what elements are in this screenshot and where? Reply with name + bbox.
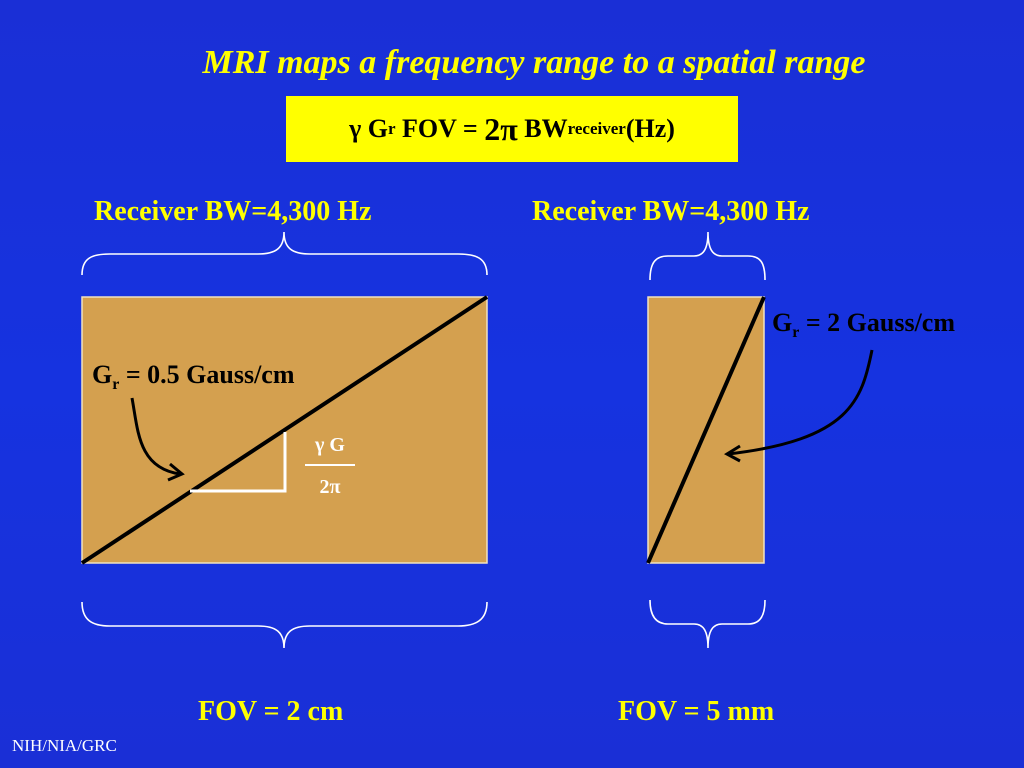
slope-triangle: [190, 432, 287, 493]
left-gradient-line: [80, 295, 489, 565]
bottom-right-brace: [649, 599, 766, 649]
left-arrow-head: [167, 462, 185, 482]
right-gradient-line: [646, 296, 766, 564]
right-bw-label: Receiver BW=4,300 Hz: [532, 196, 810, 227]
fraction-bar: [305, 464, 355, 466]
left-fov-label: FOV = 2 cm: [198, 696, 344, 727]
left-gradient-g: G: [92, 360, 113, 389]
right-gradient-value: = 2 Gauss/cm: [799, 308, 956, 337]
slope-numerator: γ G: [315, 434, 345, 456]
right-gradient-sub: r: [792, 324, 800, 341]
left-label-arrow: [130, 397, 181, 476]
left-bw-label: Receiver BW=4,300 Hz: [94, 196, 372, 227]
formula-gamma: γ: [349, 114, 362, 143]
formula-g: G: [367, 114, 388, 143]
right-arrow-head: [723, 444, 741, 463]
right-gradient-label: Gr = 2 Gauss/cm: [772, 308, 955, 342]
formula-fov: FOV =: [402, 114, 478, 143]
slope-fraction: γ G 2π: [305, 432, 355, 500]
right-label-arrow: [727, 349, 874, 456]
formula-bw-sub: receiver: [567, 119, 626, 138]
slide-title: MRI maps a frequency range to a spatial …: [202, 44, 866, 81]
left-gradient-sub: r: [112, 376, 120, 393]
formula-hz: (Hz): [625, 114, 675, 143]
formula-g-sub: r: [387, 119, 396, 138]
formula-two-pi: 2π: [484, 110, 518, 147]
left-gradient-value: = 0.5 Gauss/cm: [119, 360, 295, 389]
formula-bw: BW: [524, 114, 568, 143]
slope-denominator: 2π: [319, 476, 341, 498]
top-right-brace: [649, 231, 766, 281]
footer-credit: NIH/NIA/GRC: [12, 736, 117, 755]
right-fov-label: FOV = 5 mm: [618, 696, 775, 727]
left-gradient-label: Gr = 0.5 Gauss/cm: [92, 360, 295, 394]
right-gradient-g: G: [772, 308, 793, 337]
bottom-left-brace: [81, 601, 488, 649]
top-left-brace: [81, 231, 488, 276]
